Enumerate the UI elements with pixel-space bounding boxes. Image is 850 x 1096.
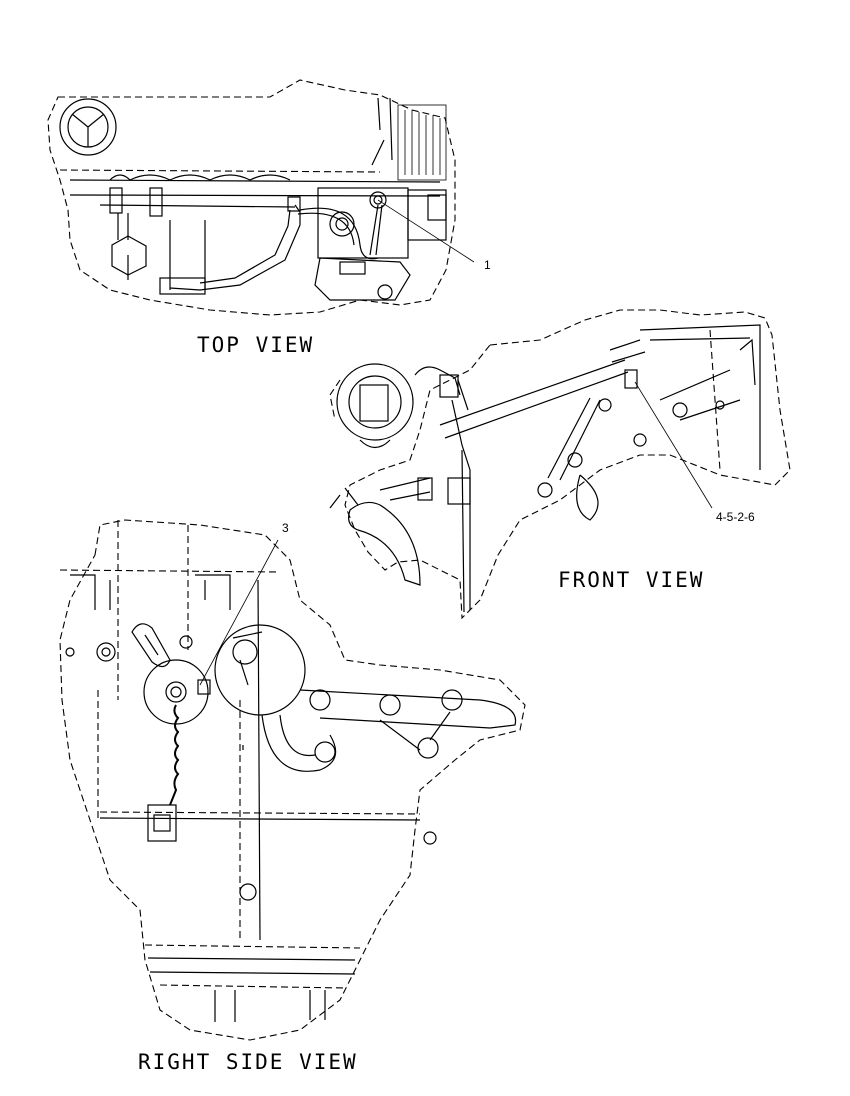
right-side-view-title: RIGHT SIDE VIEW	[138, 1050, 358, 1074]
callout-item-1: 1	[484, 258, 491, 272]
top-view-title: TOP VIEW	[197, 333, 315, 357]
front-view-title: FRONT VIEW	[558, 568, 705, 592]
front-view-drawing	[329, 309, 791, 620]
callout-item-4-5-2-6: 4-5-2-6	[716, 510, 755, 524]
callout-item-3: 3	[282, 521, 289, 535]
right-side-view-drawing	[59, 519, 526, 1041]
top-view-drawing	[47, 79, 475, 316]
